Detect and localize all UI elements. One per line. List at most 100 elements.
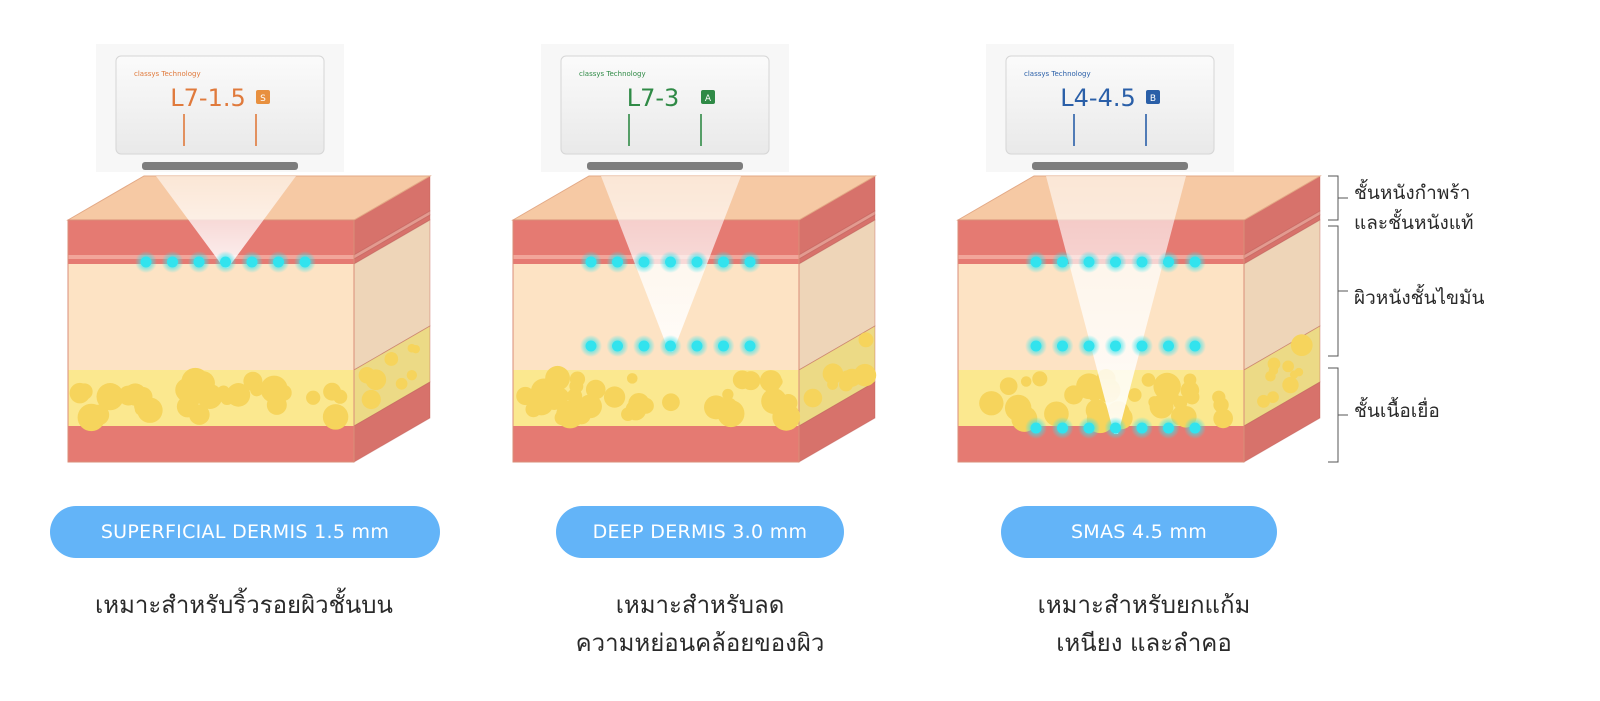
fat-cell — [137, 397, 163, 423]
fat-cell — [96, 383, 124, 411]
fat-cell — [306, 390, 321, 405]
fat-cell — [853, 363, 877, 387]
fat-cell — [1267, 391, 1279, 404]
probe-cartridge — [115, 55, 325, 155]
focus-dot — [1136, 256, 1148, 268]
fat-cell — [1213, 408, 1233, 429]
layer-label-line: ผิวหนังชั้นไขมัน — [1354, 287, 1485, 309]
fat-cell — [260, 375, 288, 403]
focus-dot — [1189, 422, 1201, 434]
fat-cell — [1163, 389, 1179, 405]
fat-cell — [322, 404, 349, 430]
focus-dot — [585, 340, 597, 352]
fat-cell — [719, 397, 738, 415]
fat-cell — [603, 386, 626, 408]
probe-badge-letter: B — [1150, 94, 1156, 104]
probe-model-text: L4-4.5 — [1060, 84, 1135, 112]
focus-dot — [1110, 256, 1121, 268]
focus-dot — [1163, 422, 1174, 434]
fat-cell — [662, 393, 680, 412]
fat-cell — [545, 365, 570, 391]
fat-cell — [190, 371, 215, 396]
focus-dot — [638, 340, 650, 352]
fat-cell — [637, 397, 654, 414]
description-line: ความหย่อนคล้อยของผิว — [575, 629, 825, 657]
probe-badge-letter: S — [260, 94, 266, 104]
focus-dot — [140, 256, 152, 268]
block-front-band — [513, 426, 799, 462]
layer-label: ชั้นเนื้อเยื่อ — [1354, 396, 1440, 426]
focus-dot — [744, 340, 756, 352]
focus-dot — [1110, 340, 1121, 352]
panel-description: เหมาะสำหรับลดความหย่อนคล้อยของผิว — [490, 586, 910, 662]
fat-cell — [1127, 388, 1142, 402]
fat-cell — [1141, 373, 1156, 387]
fat-cell — [722, 388, 734, 401]
description-line: เหมาะสำหรับลด — [615, 591, 785, 619]
fat-cell — [366, 374, 375, 383]
probe-brand-text: classys Technology — [134, 70, 201, 78]
ultrasound-beam — [156, 176, 296, 268]
focus-dot — [585, 256, 597, 268]
block-side-shade — [799, 176, 875, 462]
focus-dot — [1110, 422, 1121, 434]
probe-badge — [256, 90, 270, 104]
layer-bracket — [1328, 175, 1348, 221]
fat-cell — [406, 370, 418, 381]
depth-label-pill: SMAS 4.5 mm — [1001, 506, 1277, 558]
fat-cell — [226, 383, 251, 407]
fat-cell — [1076, 373, 1102, 400]
fat-cell — [407, 343, 417, 353]
probe-tip — [587, 162, 743, 170]
probe-badge — [701, 90, 715, 104]
focus-dot — [1030, 340, 1042, 352]
focus-dot — [1057, 256, 1068, 268]
fat-cell — [395, 377, 408, 390]
layer-bracket — [1328, 367, 1348, 463]
block-side-shade — [354, 176, 430, 462]
fat-cell — [189, 404, 210, 425]
focus-dot — [612, 340, 623, 352]
layer-label-line: ชั้นเนื้อเยื่อ — [1354, 400, 1440, 422]
probe-model-text: L7-1.5 — [170, 84, 245, 112]
fat-cell — [569, 371, 586, 387]
probe-badge-letter: A — [705, 94, 712, 104]
focus-dot — [246, 256, 258, 268]
fat-cell — [1184, 389, 1200, 405]
fat-cell — [244, 376, 259, 391]
fat-cell — [585, 379, 606, 400]
block-front-band — [68, 259, 354, 264]
focus-dot — [1057, 340, 1068, 352]
panel-description: เหมาะสำหรับยกแก้มเหนียง และลำคอ — [934, 586, 1354, 662]
focus-dot — [220, 256, 231, 268]
fat-cell — [365, 369, 387, 391]
layer-label-line: ชั้นหนังกำพร้า — [1354, 182, 1471, 204]
fat-cell — [979, 391, 1004, 416]
focus-dot — [665, 340, 676, 352]
focus-dot — [1189, 256, 1201, 268]
focus-dot — [744, 256, 756, 268]
fat-cell — [741, 371, 761, 391]
focus-dot — [1030, 256, 1042, 268]
fat-cell — [621, 407, 635, 422]
probe-brand-text: classys Technology — [579, 70, 646, 78]
layer-label-line: และชั้นหนังแท้ — [1354, 212, 1474, 234]
ultrasound-beam — [1046, 176, 1186, 434]
depth-label-pill: DEEP DERMIS 3.0 mm — [556, 506, 844, 558]
block-front-band — [68, 426, 354, 462]
fat-cell — [1004, 394, 1032, 422]
description-line: เหมาะสำหรับยกแก้ม — [1037, 591, 1251, 619]
probe-brand-text: classys Technology — [1024, 70, 1091, 78]
focus-dot — [299, 256, 311, 268]
focus-dot — [1163, 340, 1174, 352]
fat-cell — [69, 382, 91, 404]
fat-cell — [323, 382, 342, 401]
fat-cell — [1213, 397, 1229, 413]
focus-dot — [638, 256, 650, 268]
fat-cell — [805, 392, 817, 403]
fat-cell — [1032, 371, 1048, 387]
focus-dot — [1163, 256, 1174, 268]
fat-cell — [772, 402, 801, 431]
